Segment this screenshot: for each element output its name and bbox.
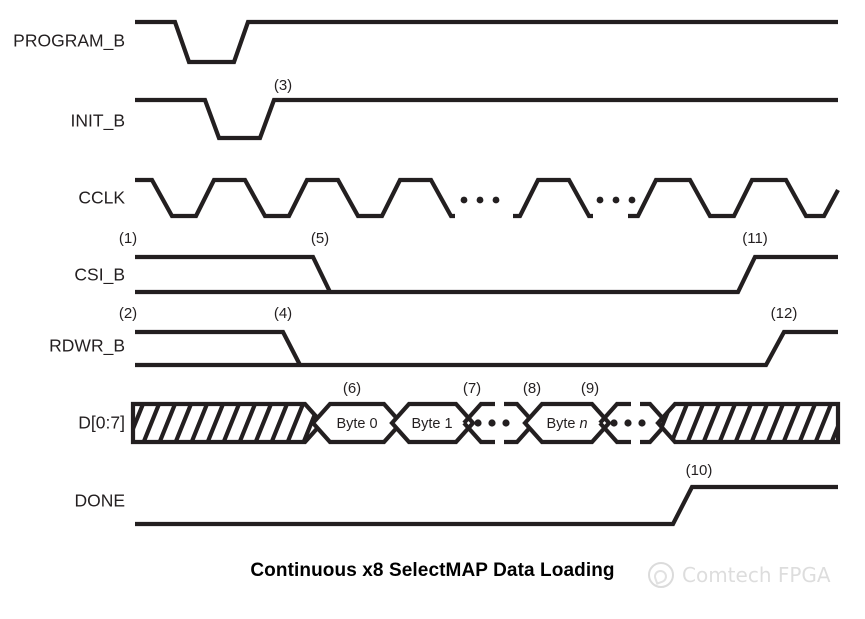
signal-label-rdwr-b: RDWR_B [49,336,125,357]
step-marker-6: (6) [343,380,361,397]
step-marker-4: (4) [274,305,292,322]
signal-label-d07: D[0:7] [78,413,125,433]
signal-label-done: DONE [74,491,125,511]
bus-cell-byte-0: Byte 0 [310,401,404,445]
step-marker-10: (10) [686,462,713,479]
signal-label-csi-b: CSI_B [74,265,125,286]
cclk-ellipsis-left [460,196,500,204]
step-marker-8: (8) [523,380,541,397]
step-marker-11: (11) [742,230,768,247]
waveform-csi-b-high [135,254,332,293]
bus-cell-byte-1: Byte 1 [389,401,476,445]
signal-label-cclk: CCLK [78,188,125,208]
bus-cell-hatch-left [130,401,325,445]
waveform-cclk-group-3 [628,177,840,219]
step-marker-1: (1) [119,230,137,247]
signal-label-init-b: INIT_B [71,111,125,132]
byte-n-index: n [579,416,587,432]
waveform-rdwr-b-low [135,329,838,368]
step-marker-9: (9) [581,380,599,397]
cclk-ellipsis-right [596,196,636,204]
waveform-csi-b-low [135,254,838,295]
step-marker-12: (12) [771,305,798,322]
waveform-rdwr-b-high [135,329,302,366]
waveform-cclk-group-1 [135,177,455,219]
step-marker-2: (2) [119,305,137,322]
bus-cell-label-byte-n: Byte n [546,416,587,432]
bus-cell-byte-n: Byte n [522,401,612,445]
step-marker-3: (3) [274,77,292,94]
figure-title: Continuous x8 SelectMAP Data Loading [250,560,615,581]
signal-label-program-b: PROGRAM_B [13,31,125,52]
bus-cell-label-byte-0: Byte 0 [336,416,377,432]
byte-n-prefix: Byte [546,416,579,432]
waveform-done [135,484,838,527]
waveform-init-b [135,97,838,141]
step-marker-5: (5) [311,230,329,247]
step-marker-7: (7) [463,380,481,397]
waveform-program-b [135,19,838,65]
bus-cell-label-byte-1: Byte 1 [411,416,452,432]
waveform-cclk-group-2 [513,177,593,219]
bus-cell-hatch-right [655,401,841,445]
